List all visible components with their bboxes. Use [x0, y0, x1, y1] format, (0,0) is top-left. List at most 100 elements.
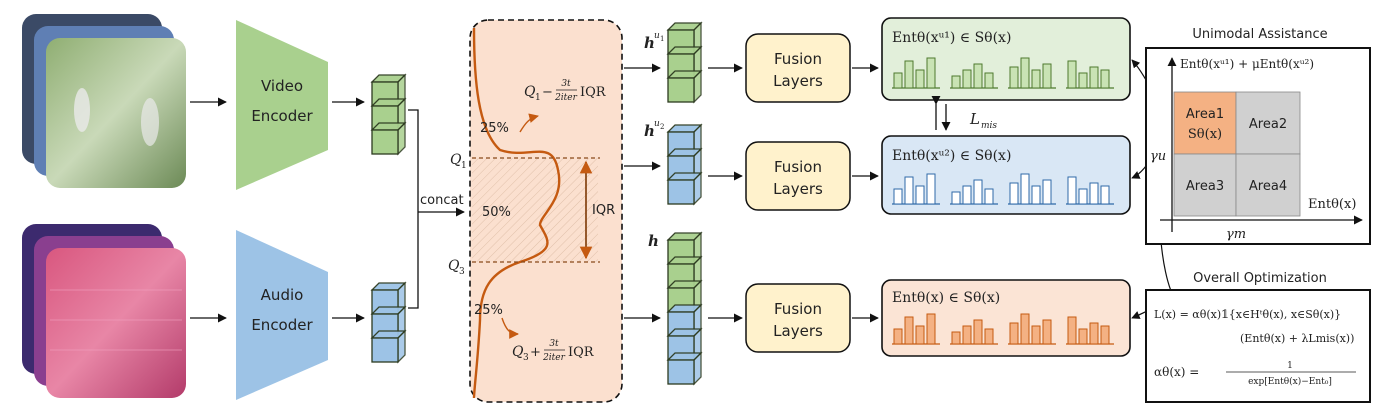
fusion-label-1: Fusion — [774, 300, 822, 318]
svg-text:h: h — [644, 122, 655, 140]
audio-spectrogram-image — [22, 224, 186, 398]
histogram-bot — [950, 319, 998, 345]
svg-text:IQR: IQR — [568, 345, 595, 360]
histogram-top — [1008, 57, 1056, 89]
distribution-curve — [472, 27, 561, 399]
unimodal-x-axis: Entθ(x) — [1308, 197, 1356, 212]
q1-sub: 1 — [461, 161, 467, 171]
fusion-label-1: Fusion — [774, 158, 822, 176]
svg-text:1: 1 — [660, 35, 664, 43]
panel-bot-title: Entθ(x) ∈ Sθ(x) — [892, 290, 1000, 306]
q3-label: Q — [448, 258, 460, 274]
pct-bot: 25% — [474, 303, 503, 318]
overall-line3: αθ(x) = — [1154, 365, 1199, 379]
unimodal-title: Unimodal Assistance — [1192, 27, 1327, 42]
area3-label: Area3 — [1186, 179, 1224, 194]
area1-label: Area1 — [1186, 107, 1224, 122]
svg-text:2iter: 2iter — [542, 353, 566, 363]
histogram-bot — [1066, 316, 1114, 345]
unimodal-assistance-box: Unimodal Assistance Entθ(xᵘ¹) + μEntθ(xᵘ… — [1145, 27, 1371, 245]
unimodal-y-axis: Entθ(xᵘ¹) + μEntθ(xᵘ²) — [1180, 57, 1314, 71]
overall-title: Overall Optimization — [1193, 271, 1327, 286]
concat-connector: concat — [408, 109, 465, 309]
q1-label: Q — [450, 152, 462, 168]
fusion-label-1: Fusion — [774, 50, 822, 68]
svg-text:3t: 3t — [549, 339, 559, 349]
h-video-cube — [666, 255, 703, 290]
svg-text:3: 3 — [523, 353, 529, 363]
histogram-top — [892, 57, 940, 89]
feature-label-hu2: h u 2 — [644, 119, 664, 140]
video-feature-cube — [370, 73, 407, 108]
svg-text:u: u — [654, 31, 660, 41]
iqr-label: IQR — [592, 203, 615, 218]
area1-cell — [1173, 91, 1237, 155]
q3-sub: 3 — [459, 267, 465, 277]
concat-label: concat — [420, 193, 464, 208]
histogram-mid — [1066, 176, 1114, 205]
video-encoder: Video Encoder — [236, 20, 328, 190]
video-feature-cube — [370, 121, 407, 156]
overall-frac-den: exp[Entθ(x)−Ent₀] — [1248, 376, 1332, 387]
overall-line2: (Entθ(x) + λLmis(x)) — [1240, 332, 1354, 345]
panel-top-title: Entθ(xᵘ¹) ∈ Sθ(x) — [892, 30, 1011, 46]
pct-mid: 50% — [482, 205, 511, 220]
q1-iqr-formula: Q 1 − 3t 2iter IQR — [524, 79, 607, 103]
gamma-m-label: γm — [1226, 227, 1246, 242]
hu2-feature-cube — [666, 171, 703, 206]
svg-text:3t: 3t — [561, 79, 571, 89]
feature-label-hu1: h u 1 — [644, 31, 664, 52]
audio-encoder: Audio Encoder — [236, 230, 328, 400]
loss-mis-label: L — [969, 110, 980, 128]
histogram-mid — [892, 173, 940, 205]
svg-text:Q: Q — [512, 344, 524, 360]
fusion-label-2: Layers — [773, 180, 823, 198]
area2-label: Area2 — [1249, 117, 1287, 132]
gamma-u-label: γu — [1150, 149, 1166, 164]
area4-label: Area4 — [1249, 179, 1287, 194]
area4-cell — [1235, 153, 1301, 217]
overall-line1: L(x) = αθ(x)𝟙{x∈Hᵗθ(x), x∈Sθ(x)} — [1154, 308, 1341, 321]
svg-text:2iter: 2iter — [554, 93, 578, 103]
histogram-mid — [950, 179, 998, 205]
h-video-cube — [666, 231, 703, 266]
hu1-feature-cube — [666, 69, 703, 104]
histogram-bot — [892, 313, 940, 345]
fusion-label-2: Layers — [773, 322, 823, 340]
area2-cell — [1235, 91, 1301, 155]
panel-mid-title: Entθ(xᵘ²) ∈ Sθ(x) — [892, 148, 1011, 164]
histogram-mid — [1008, 173, 1056, 205]
svg-text:h: h — [648, 232, 659, 250]
svg-text:u: u — [654, 119, 660, 129]
svg-text:Q: Q — [524, 84, 536, 100]
histogram-top — [950, 63, 998, 89]
area1-sub-label: Sθ(x) — [1188, 127, 1222, 142]
h-audio-cube — [666, 351, 703, 386]
fusion-label-2: Layers — [773, 72, 823, 90]
svg-text:IQR: IQR — [580, 85, 607, 100]
distribution-panel: IQR 25% 50% 25% Q 1 − 3t 2iter IQR Q 3 +… — [469, 19, 623, 403]
video-encoder-label-2: Encoder — [251, 107, 313, 125]
overall-optimization-box: Overall Optimization L(x) = αθ(x)𝟙{x∈Hᵗθ… — [1145, 271, 1371, 403]
loss-mis-sub: mis — [981, 121, 997, 131]
area3-cell — [1173, 153, 1237, 217]
overall-frac-num: 1 — [1287, 361, 1293, 371]
svg-text:−: − — [542, 85, 553, 100]
histogram-bot — [1008, 313, 1056, 345]
loss-mis-indicator: L mis — [931, 95, 997, 131]
histogram-top — [1066, 60, 1114, 89]
q3-iqr-formula: Q 3 + 3t 2iter IQR — [512, 339, 595, 363]
pct-top: 25% — [480, 121, 509, 136]
feature-label-h: h — [648, 232, 659, 250]
video-encoder-label-1: Video — [261, 77, 303, 95]
svg-text:2: 2 — [660, 123, 664, 131]
audio-encoder-label-2: Encoder — [251, 316, 313, 334]
audio-encoder-label-1: Audio — [261, 286, 304, 304]
svg-text:1: 1 — [535, 93, 541, 103]
video-frames-image — [22, 14, 186, 188]
